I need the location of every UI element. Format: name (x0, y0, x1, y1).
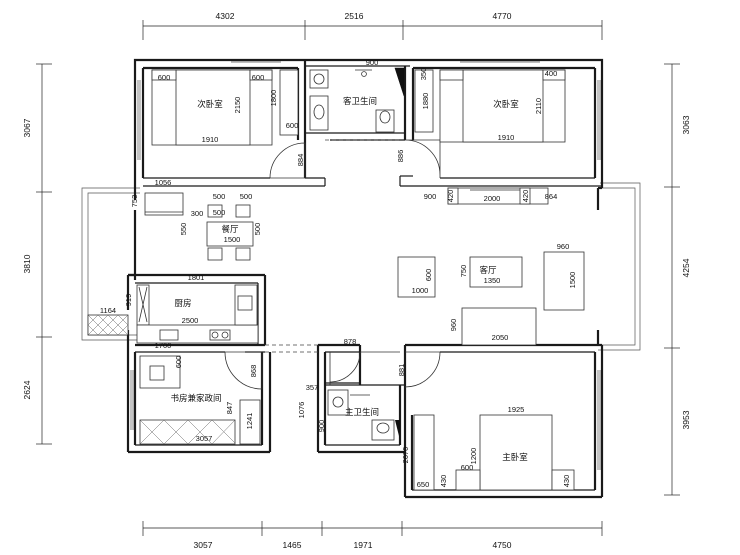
dim-top-3: 4770 (493, 11, 512, 21)
room-master-bathroom: 主卫生间 (345, 407, 379, 417)
dim-label: 1910 (498, 133, 515, 142)
room-master-bedroom: 主卧室 (502, 452, 528, 462)
dim-label: 2110 (534, 98, 543, 114)
dashed-boundaries (265, 139, 400, 353)
dim-label: 881 (397, 364, 406, 377)
dim-label: 1241 (245, 413, 254, 430)
dim-label: 2500 (182, 316, 199, 325)
room-dining: 餐厅 (221, 224, 239, 234)
dim-label: 1700 (155, 341, 172, 350)
dim-top-2: 2516 (345, 11, 364, 21)
room-secondary-bedroom-left: 次卧室 (197, 99, 223, 109)
dim-bottom-4: 4750 (493, 540, 512, 550)
dim-label: 350 (419, 68, 428, 81)
room-living: 客厅 (479, 265, 497, 275)
dim-label: 2000 (484, 194, 501, 203)
dim-label: 430 (439, 475, 448, 488)
dimension-lines (36, 20, 680, 536)
dim-label: 1076 (297, 402, 306, 419)
dim-label: 1800 (269, 90, 278, 107)
dim-label: 2150 (233, 97, 242, 114)
dim-label: 2070 (401, 447, 410, 464)
dim-label: 500 (213, 208, 226, 217)
windows (130, 61, 601, 470)
dim-label: 878 (344, 337, 357, 346)
dim-label: 500 (240, 192, 253, 201)
dim-label: 884 (296, 154, 305, 167)
dim-label: 550 (179, 223, 188, 236)
dim-label: 960 (449, 319, 458, 332)
dim-label: 1910 (202, 135, 219, 144)
dim-label: 1801 (188, 273, 205, 282)
dim-label: 750 (459, 265, 468, 278)
dim-label: 753 (130, 195, 139, 208)
room-secondary-bedroom-right: 次卧室 (493, 99, 519, 109)
dim-label: 886 (396, 150, 405, 163)
dim-label: 1925 (508, 405, 525, 414)
dim-bottom-3: 1971 (354, 540, 373, 550)
dim-label: 420 (521, 190, 530, 203)
dim-label: 900 (366, 58, 379, 67)
dim-label: 1000 (412, 286, 429, 295)
dim-top-1: 4302 (216, 11, 235, 21)
dim-label: 2050 (492, 333, 509, 342)
dim-label: 600 (461, 463, 474, 472)
dim-label: 420 (446, 190, 455, 203)
dim-label: 1200 (469, 448, 478, 465)
dim-label: 1880 (421, 93, 430, 110)
dim-label: 650 (417, 480, 430, 489)
dim-label: 1056 (155, 178, 172, 187)
dim-left-3: 2624 (22, 380, 32, 399)
dim-label: 900 (424, 192, 437, 201)
dim-label: 868 (249, 365, 258, 378)
dim-label: 357 (306, 383, 319, 392)
dim-label: 847 (225, 402, 234, 415)
dim-label: 3057 (196, 434, 213, 443)
walls (126, 58, 604, 499)
room-guest-bathroom: 客卫生间 (343, 96, 377, 106)
dim-label: 1350 (484, 276, 501, 285)
dim-label: 600 (174, 356, 183, 369)
dim-bottom-1: 3057 (194, 540, 213, 550)
dim-label: 1500 (224, 235, 241, 244)
dim-label: 864 (545, 192, 558, 201)
dim-label: 900 (317, 420, 326, 433)
dim-label: 960 (557, 242, 570, 251)
dim-label: 600 (158, 73, 171, 82)
room-kitchen: 厨房 (174, 298, 191, 308)
room-study-laundry: 书房兼家政间 (170, 393, 221, 403)
dim-label: 500 (213, 192, 226, 201)
dim-label: 430 (562, 475, 571, 488)
dim-label: 600 (424, 269, 433, 282)
dim-label: 600 (252, 73, 265, 82)
dim-label: 919 (124, 294, 133, 307)
dim-right-3: 3953 (681, 410, 691, 429)
dim-label: 400 (545, 69, 558, 78)
dim-label: 1500 (568, 272, 577, 289)
dim-left-1: 3067 (22, 118, 32, 137)
dim-right-2: 4254 (681, 258, 691, 277)
dim-label: 600 (286, 121, 299, 130)
dim-right-1: 3063 (681, 115, 691, 134)
dim-label: 300 (191, 209, 204, 218)
dim-label: 1164 (100, 306, 116, 315)
dim-bottom-2: 1465 (283, 540, 302, 550)
dim-label: 500 (253, 223, 262, 236)
dim-left-2: 3810 (22, 254, 32, 273)
furniture (87, 67, 585, 491)
